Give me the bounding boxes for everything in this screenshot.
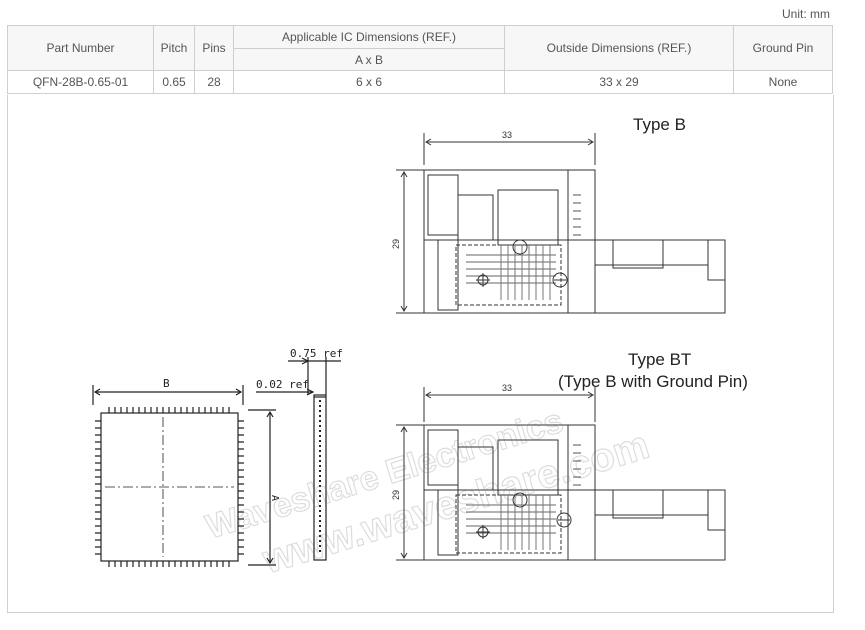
drawing-svg: Type B Type BT (Type B with Ground Pin) [92, 115, 748, 583]
header-ground-pin: Ground Pin [733, 25, 833, 71]
ic-label-a: A [269, 495, 280, 501]
cell-ground-pin: None [733, 70, 833, 94]
header-a-x-b: A x B [233, 48, 505, 71]
cell-ic-dimensions: 6 x 6 [233, 70, 505, 94]
ic-package-drawing [92, 385, 276, 567]
table-row: QFN-28B-0.65-01 0.65 28 6 x 6 33 x 29 No… [7, 70, 833, 94]
ic-side-view-drawing [256, 357, 341, 561]
header-part-number: Part Number [7, 25, 154, 71]
dim-29-bottom: 29 [391, 490, 401, 500]
header-applicable-ic: Applicable IC Dimensions (REF.) [233, 25, 505, 49]
header-pitch: Pitch [153, 25, 195, 71]
spec-table: Part Number Pitch Pins Applicable IC Dim… [7, 25, 833, 94]
type-bt-title: Type BT [628, 350, 691, 369]
dim-33-bottom: 33 [502, 383, 512, 393]
header-pins: Pins [194, 25, 234, 71]
thickness-075-label: 0.75 ref [290, 347, 343, 360]
cell-part-number: QFN-28B-0.65-01 [7, 70, 154, 94]
cell-pins: 28 [194, 70, 234, 94]
header-outside-dimensions: Outside Dimensions (REF.) [504, 25, 734, 71]
thickness-002-label: 0.02 ref [256, 378, 309, 391]
technical-drawing: Type B Type BT (Type B with Ground Pin) [7, 95, 834, 613]
dim-33-top: 33 [502, 130, 512, 140]
ic-label-b: B [163, 377, 170, 390]
dim-29-top: 29 [391, 239, 401, 249]
cell-pitch: 0.65 [153, 70, 195, 94]
type-b-socket-drawing [396, 133, 726, 314]
unit-label: Unit: mm [782, 7, 830, 21]
cell-outside-dimensions: 33 x 29 [504, 70, 734, 94]
type-bt-subtitle: (Type B with Ground Pin) [558, 372, 748, 391]
header-row: Part Number Pitch Pins Applicable IC Dim… [7, 25, 833, 71]
type-bt-socket-drawing [396, 387, 726, 561]
type-b-title: Type B [633, 115, 686, 134]
